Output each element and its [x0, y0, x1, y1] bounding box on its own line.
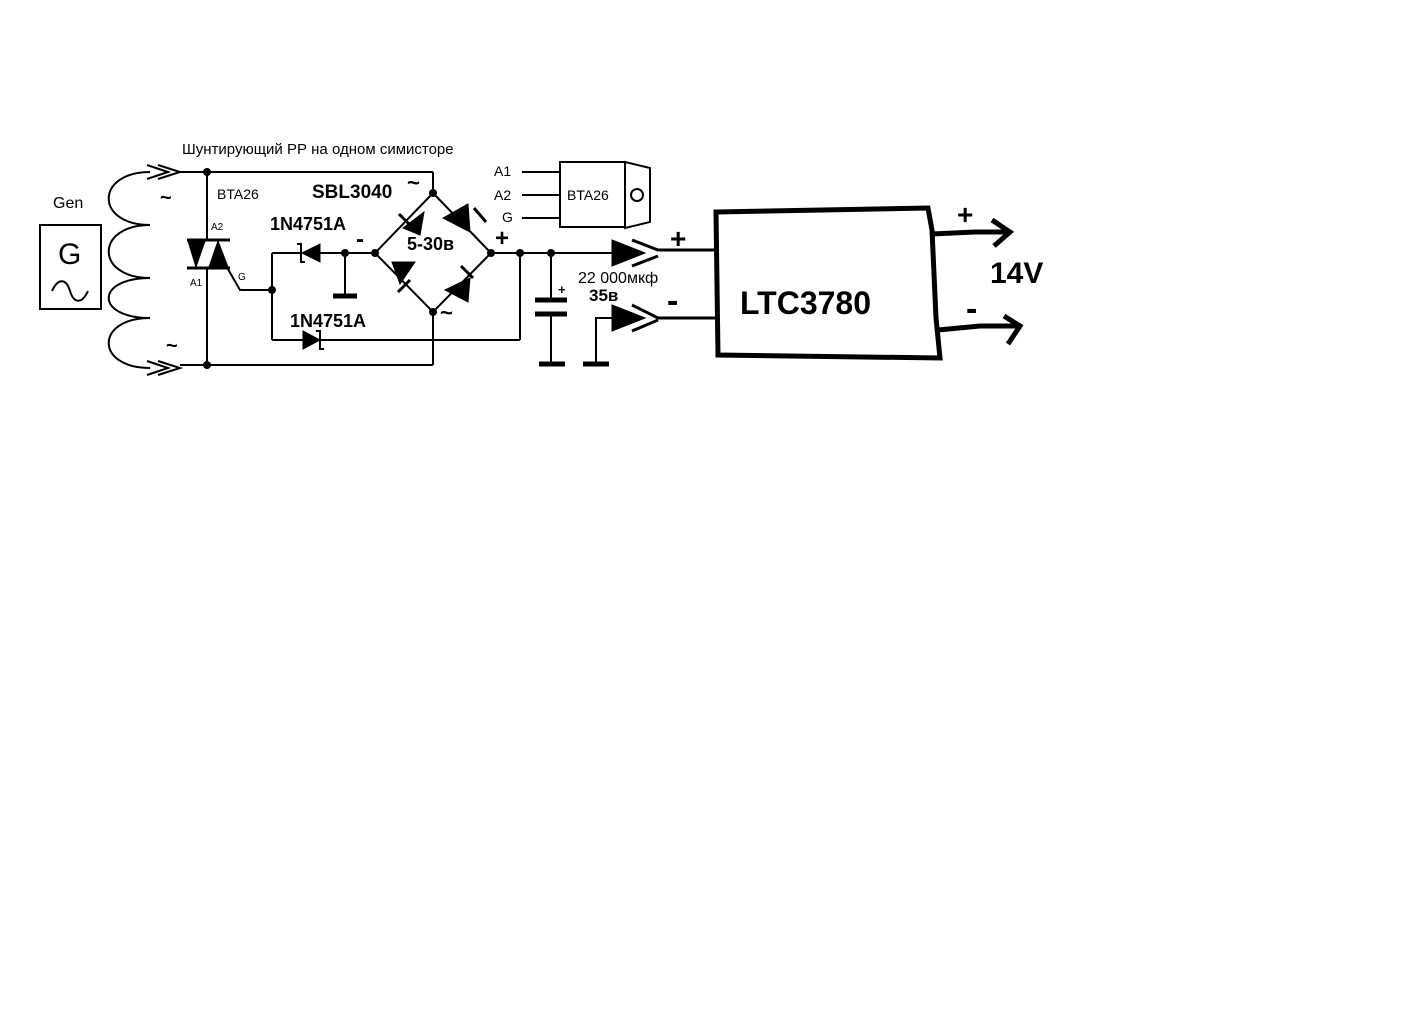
input-plus-arrow-icon — [611, 239, 647, 267]
output-plus-wire — [931, 229, 1008, 237]
bridge-plus: + — [495, 225, 509, 252]
converter-in-minus: - — [667, 282, 678, 320]
coil-bottom-ac-symbol: ~ — [166, 335, 178, 357]
package-tab — [624, 160, 651, 230]
package-part-label: BTA26 — [567, 187, 609, 203]
bridge-diode-br-bar — [459, 264, 475, 280]
triac-triangle-up — [208, 239, 229, 268]
bridge-diode-tr-bar — [472, 207, 488, 223]
coil-bottom-arrow-icon — [146, 360, 184, 376]
zener-bottom-label: 1N4751A — [290, 311, 366, 331]
capacitor-voltage: 35в — [589, 286, 618, 305]
triac-gate-lead — [224, 263, 272, 291]
diagram-title: Шунтирующий РР на одном симисторе — [182, 141, 454, 158]
bridge-diode-top-right — [441, 203, 471, 233]
coil-top-ac-symbol: ~ — [160, 187, 172, 209]
negative-input-lead — [595, 317, 612, 362]
generator-coil — [107, 171, 151, 369]
zener-top-label: 1N4751A — [270, 214, 346, 234]
input-minus-wire — [631, 303, 715, 333]
bridge-diode-top-left — [402, 210, 425, 236]
capacitor-capacitance: 22 000мкф — [578, 270, 658, 287]
output-voltage-label: 14V — [990, 257, 1043, 290]
input-plus-wire — [631, 238, 715, 268]
converter-out-minus: - — [966, 290, 977, 328]
bridge-voltage-label: 5-30в — [407, 234, 454, 254]
triac-pin-a2-label: A2 — [211, 222, 224, 233]
package-pin-g-label: G — [502, 209, 513, 225]
package-mounting-hole-icon — [630, 188, 644, 202]
bridge-diode-bottom-left — [391, 261, 416, 286]
input-minus-arrow-icon — [611, 304, 647, 332]
bridge-diode-bl-bar — [396, 278, 412, 294]
converter-box — [713, 205, 943, 361]
zener-bottom-body — [302, 330, 322, 350]
triac-part-label: BTA26 — [217, 186, 259, 202]
converter-out-plus: + — [957, 199, 973, 230]
generator-symbol: G — [58, 238, 81, 271]
capacitor-polarity: + — [558, 282, 566, 297]
bridge-minus: - — [356, 226, 364, 253]
converter-in-plus: + — [670, 223, 686, 254]
package-pin-a2-label: A2 — [494, 187, 511, 203]
generator-box — [39, 224, 102, 310]
bridge-part-label: SBL3040 — [312, 182, 392, 203]
bridge-ac-bottom: ~ — [440, 300, 453, 325]
output-plus-arrow-icon — [990, 217, 1015, 248]
bridge-ac-top: ~ — [407, 170, 420, 195]
output-minus-arrow-icon — [1002, 313, 1024, 346]
bridge-diode-bottom-right — [443, 277, 471, 303]
junction-dot — [268, 286, 276, 294]
triac-pin-a1-label: A1 — [190, 278, 203, 289]
zener-top-cathode — [297, 243, 305, 263]
package-pin-a1-label: A1 — [494, 163, 511, 179]
sine-wave-icon — [51, 280, 89, 302]
generator-label: Gen — [53, 195, 83, 212]
converter-part-label: LTC3780 — [740, 285, 871, 321]
zener-top-body — [300, 243, 321, 263]
triac-triangle-down — [187, 240, 206, 269]
output-minus-wire — [937, 323, 1018, 333]
coil-top-arrow-icon — [146, 164, 184, 180]
bridge-outline — [373, 191, 493, 314]
triac-pin-g-label: G — [238, 272, 246, 283]
